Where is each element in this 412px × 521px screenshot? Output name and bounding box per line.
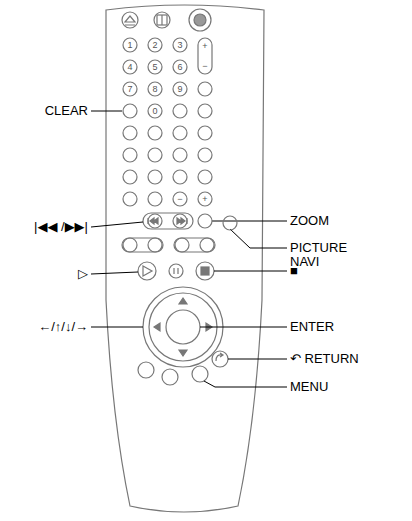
button-outline: [123, 148, 137, 162]
button-outline: [123, 192, 137, 206]
button-label: +: [197, 40, 213, 52]
button-outline: [173, 38, 187, 52]
button-outline: [173, 104, 187, 118]
button-label: 5: [147, 61, 163, 73]
callout-label: ZOOM: [290, 214, 329, 228]
button-outline: [148, 38, 162, 52]
button-label: 6: [172, 61, 188, 73]
button-outline: [148, 192, 162, 206]
button-outline: [123, 38, 137, 52]
button-outline: [198, 82, 212, 96]
button-outline: [148, 148, 162, 162]
callout-label: |◀◀ /▶▶|: [34, 220, 88, 234]
button-outline: [148, 82, 162, 96]
button-outline: [148, 104, 162, 118]
button-outline: [123, 60, 137, 74]
button-outline: [198, 214, 212, 228]
button-outline: [123, 170, 137, 184]
button-label: 2: [147, 39, 163, 51]
button-outline: [173, 170, 187, 184]
callout-label: PICTURE NAVI: [290, 241, 352, 269]
button-label: 0: [147, 105, 163, 117]
button-outline: [148, 214, 162, 228]
callout-label: ←/↑/↓/→: [38, 320, 88, 334]
button-label: 3: [172, 39, 188, 51]
button-outline: [173, 126, 187, 140]
button-outline: [198, 170, 212, 184]
button-outline: [175, 238, 189, 252]
button-outline: [123, 82, 137, 96]
button-label: −: [172, 193, 188, 205]
button-outline: [173, 60, 187, 74]
button-outline: [198, 104, 212, 118]
callout-label: ■: [290, 264, 298, 278]
button-outline: [173, 192, 187, 206]
button-label: 1: [122, 39, 138, 51]
callout-label: CLEAR: [45, 104, 88, 118]
callout-label: ↶ RETURN: [290, 352, 359, 366]
button-pair: [174, 238, 215, 252]
button-label: 8: [147, 83, 163, 95]
button-label: 7: [122, 83, 138, 95]
button-outline: [173, 148, 187, 162]
button-outline: [173, 214, 187, 228]
callout-label: ▷: [78, 267, 88, 281]
button-outline: [123, 104, 137, 118]
remote-body: [106, 5, 264, 512]
button-outline: [223, 216, 237, 230]
button-outline: [200, 238, 214, 252]
button-pair: [122, 238, 163, 252]
button-label: +: [197, 193, 213, 205]
button-outline: [198, 148, 212, 162]
button-outline: [123, 238, 137, 252]
button-outline: [198, 126, 212, 140]
button-outline: [123, 126, 137, 140]
button-label: 4: [122, 61, 138, 73]
button-outline: [148, 60, 162, 74]
leader-lines: [91, 111, 287, 387]
button-outline: [148, 238, 162, 252]
button-outline: [173, 82, 187, 96]
button-label: 9: [172, 83, 188, 95]
callout-label: MENU: [290, 380, 328, 394]
callout-label: ENTER: [290, 320, 334, 334]
button-label: −: [197, 60, 213, 72]
button-outline: [198, 192, 212, 206]
button-outline: [148, 170, 162, 184]
button-outline: [148, 126, 162, 140]
